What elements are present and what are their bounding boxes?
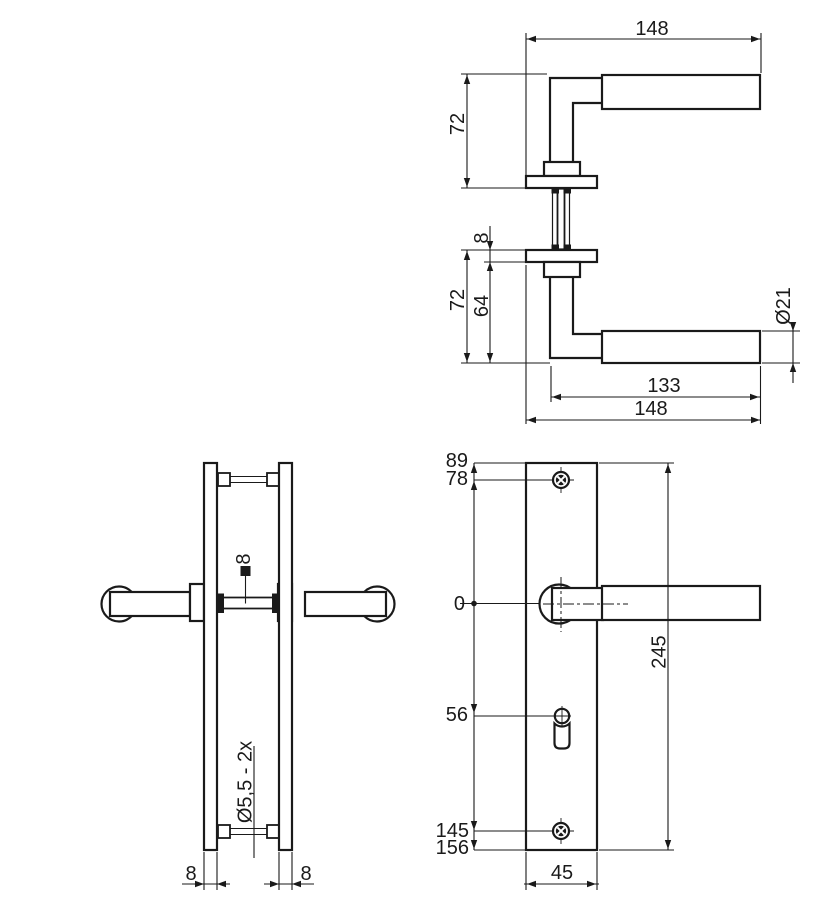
front-dim-chain: 89 78 0 56 145 156 <box>436 450 555 859</box>
dim-height-total-label: 72 <box>447 289 469 311</box>
upper-lever-neck <box>548 76 602 162</box>
plate-front-view: 89 78 0 56 145 156 245 45 <box>436 450 762 890</box>
top-bolt <box>217 472 280 487</box>
screw-holes-label: Ø5,5 - 2x <box>235 741 257 823</box>
spindle-square-callout: 8 <box>233 553 255 604</box>
lower-rosette-step <box>542 260 582 279</box>
dim-screw-top-label: 78 <box>446 468 468 490</box>
dim-height-top-label: 72 <box>447 113 469 135</box>
dim-lever-length-label: 133 <box>647 375 680 397</box>
dim-148-top: 148 <box>525 18 762 176</box>
left-rosette <box>188 582 206 623</box>
front-grip <box>600 584 762 622</box>
dim-72-top: 72 <box>447 73 547 189</box>
lower-grip <box>600 329 762 365</box>
spindle <box>551 188 571 250</box>
right-grip-bar <box>303 590 388 618</box>
lower-lever-neck <box>548 277 602 360</box>
bottom-screw <box>549 818 574 844</box>
dim-grip-length-top-label: 148 <box>635 18 668 40</box>
dim-axis-label: 0 <box>454 593 465 615</box>
dim-plate-thickness-left-label: 8 <box>185 863 196 885</box>
bottom-bolt <box>217 824 280 839</box>
plate-edge-view: 8 Ø5,5 - 2x 8 8 <box>100 461 396 890</box>
dim-grip-diameter-label: Ø21 <box>773 287 795 325</box>
handle-side-view: 148 72 72 8 64 Ø21 <box>447 18 800 424</box>
dim-plate-thickness-right: 8 <box>264 852 314 890</box>
upper-rosette <box>524 174 599 190</box>
left-plate <box>202 461 219 852</box>
dim-grip-diameter: Ø21 <box>762 287 800 383</box>
dim-plate-top-label: 89 <box>446 450 468 472</box>
dim-grip-length-bottom-label: 148 <box>634 398 667 420</box>
dim-rosette-thickness-label: 8 <box>471 232 493 243</box>
dim-plate-thickness-right-label: 8 <box>300 863 311 885</box>
upper-grip <box>600 73 762 111</box>
front-plate <box>524 461 599 852</box>
hub-centerline <box>543 577 628 632</box>
dim-plate-height-label: 245 <box>649 635 671 668</box>
dim-plate-bottom-label: 156 <box>436 837 469 859</box>
right-plate <box>277 461 294 852</box>
dim-plate-height: 245 <box>599 462 674 851</box>
dim-height-inner-label: 64 <box>471 295 493 317</box>
spindle-square-label: 8 <box>233 553 255 564</box>
top-screw <box>549 467 574 493</box>
lower-rosette <box>524 248 599 264</box>
keyhole <box>553 706 571 750</box>
dim-plate-width-label: 45 <box>551 862 573 884</box>
dim-keyhole-label: 56 <box>446 704 468 726</box>
screw-hole-callout: Ø5,5 - 2x <box>235 741 257 858</box>
dim-148-bottom: 148 <box>525 265 761 424</box>
dim-plate-width: 45 <box>524 852 599 890</box>
dim-plate-thickness-left: 8 <box>182 852 230 890</box>
upper-rosette-step <box>542 160 582 178</box>
dim-middle-cluster: 72 8 64 <box>447 226 550 364</box>
spindle-square-marker <box>240 566 251 576</box>
dim-screw-bottom-label: 145 <box>436 820 469 842</box>
spindle-edge <box>217 593 279 613</box>
dim-133: 133 <box>550 366 762 424</box>
left-grip-bar <box>108 590 192 618</box>
